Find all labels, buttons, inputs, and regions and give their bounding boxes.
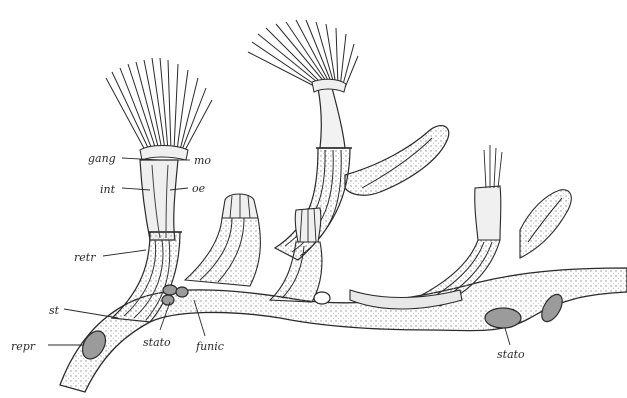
label-repr: repr <box>11 341 35 352</box>
label-st: st <box>49 305 59 316</box>
tentacle-crown-left <box>106 58 212 160</box>
tentacle-crown-middle <box>248 20 358 92</box>
label-stato-right: stato <box>497 349 525 360</box>
zooid-retracted-turret <box>185 194 260 286</box>
label-int: int <box>100 184 115 195</box>
label-mo: mo <box>194 155 211 166</box>
label-stato-left: stato <box>143 337 171 348</box>
label-oe: oe <box>192 183 205 194</box>
label-gang: gang <box>88 153 116 164</box>
label-retr: retr <box>74 252 95 263</box>
label-funic: funic <box>196 341 224 352</box>
zooid-short <box>270 208 322 302</box>
